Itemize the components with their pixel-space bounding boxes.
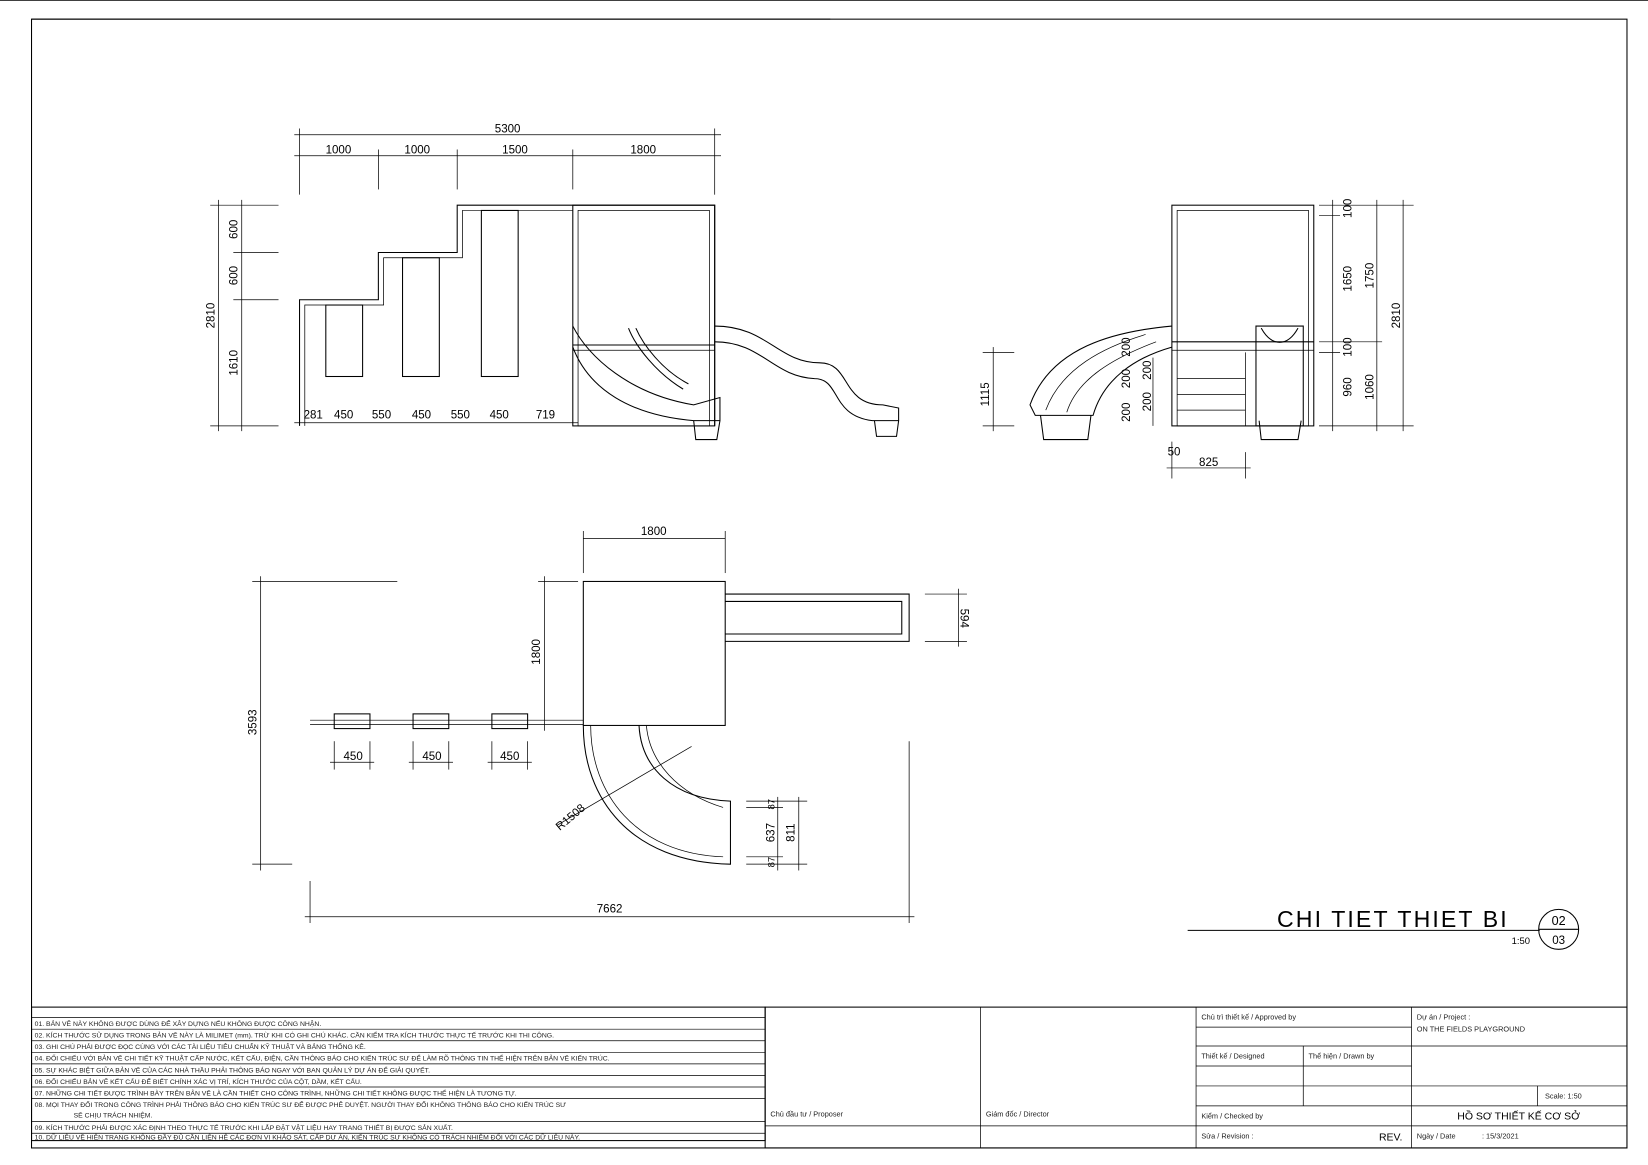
document-type: HỒ SƠ THIẾT KẾ CƠ SỞ [1457,1110,1580,1123]
dim-step-width: 450 [344,751,363,763]
dim-side: 1060 [1365,374,1377,400]
note: 09. KÍCH THƯỚC PHẢI ĐƯỢC XÁC ĐỊNH THEO T… [35,1122,453,1132]
sheet-scale: 1:50 [1512,936,1530,947]
dim-left: 1610 [229,350,241,376]
general-notes: 01. BẢN VẼ NÀY KHÔNG ĐƯỢC DÙNG ĐỂ XÂY DỰ… [31,1006,766,1142]
dim-tower-depth: 1800 [531,639,543,665]
date-label: Ngày / Date [1417,1131,1456,1140]
sheet-total: 03 [1552,935,1565,947]
dim-bottom: 550 [372,410,391,422]
dim-overall-depth: 3593 [247,709,259,735]
dim-tower-width: 1800 [641,526,667,538]
dim-step: 200 [1121,369,1133,388]
note: 02. KÍCH THƯỚC SỬ DỤNG TRONG BẢN VẼ NÀY … [35,1030,554,1040]
rev-label: REV. [1379,1132,1403,1144]
dim-side-width: 825 [1199,457,1218,469]
project-name: ON THE FIELDS PLAYGROUND [1417,1024,1525,1033]
dim-step-width: 450 [422,751,441,763]
dim-side-height: 2810 [1391,303,1403,329]
note: 06. ĐỐI CHIẾU BẢN VẼ KẾT CẤU ĐỂ BIẾT CHÍ… [35,1076,362,1086]
dim-bottom: 719 [536,410,555,422]
dim-radius: R1508 [554,802,588,833]
project-label: Dự án / Project : [1417,1013,1471,1022]
note: 10. DỮ LIỆU VỀ HIỆN TRẠNG KHÔNG ĐẦY ĐỦ C… [35,1132,580,1142]
note: 03. GHI CHÚ PHẢI ĐƯỢC ĐỌC CÙNG VỚI CÁC T… [35,1041,366,1051]
dim-bottom: 450 [490,410,509,422]
director-label: Giám đốc / Director [986,1109,1050,1118]
scale-label: Scale: 1:50 [1545,1092,1582,1101]
note: SẼ CHỊU TRÁCH NHIỆM. [74,1110,153,1119]
dim-left: 600 [229,266,241,285]
note: 07. NHỮNG CHI TIẾT ĐƯỢC TRÌNH BÀY TRÊN B… [35,1087,517,1097]
dim-side: 1750 [1365,263,1377,289]
dim-overall-width: 5300 [495,124,521,136]
note: 01. BẢN VẼ NÀY KHÔNG ĐƯỢC DÙNG ĐỂ XÂY DỰ… [35,1018,322,1028]
dim-curve: 87 [767,799,778,809]
dim-top: 1500 [502,145,528,157]
dim-side: 1650 [1343,266,1355,292]
dim-top: 1000 [326,145,352,157]
dim-curve: 87 [767,857,778,867]
sheet-title: CHI TIET THIET BI 02 03 1:50 [1187,906,1580,950]
sheet-number: 02 [1552,914,1566,928]
dim-side: 100 [1343,337,1355,356]
dim-step-width: 450 [500,751,519,763]
dim-overall-length: 7662 [597,904,623,916]
dim-bottom: 281 [304,410,323,422]
dim-curve: 811 [786,823,798,841]
title-block: Chủ đầu tư / Proposer Giám đốc / Directo… [764,1006,1628,1149]
dim-side: 960 [1343,377,1355,396]
dim-curve: 637 [766,823,778,842]
note: 05. SỰ KHÁC BIỆT GIỮA BẢN VẼ CỦA CÁC NHÀ… [35,1064,430,1074]
dim-slide-width: 594 [958,609,970,629]
owner-label: Chủ đầu tư / Proposer [770,1109,843,1118]
dim-side: 100 [1343,199,1355,218]
dim-step: 200 [1121,337,1133,356]
designed-label: Thiết kế / Designed [1201,1052,1264,1061]
dim-left: 600 [229,220,241,239]
note: 04. ĐỐI CHIẾU VỚI BẢN VẼ CHI TIẾT KỸ THU… [35,1053,610,1063]
sheet-title-text: CHI TIET THIET BI [1277,906,1509,932]
dim-side-small: 50 [1168,446,1181,458]
dim-bottom: 450 [412,410,431,422]
dim-top: 1000 [404,145,430,157]
dim-step: 200 [1121,403,1133,422]
dim-step: 200 [1142,361,1154,380]
plan-view: R1508 1800 1800 594 3593 7662 450 450 45… [247,526,970,924]
date-value: : 15/3/2021 [1482,1131,1519,1140]
front-elevation: 5300 1000 1000 1500 1800 2810 600 600 16… [205,124,900,441]
revision-label: Sửa / Revision : [1201,1131,1253,1140]
dim-top: 1800 [630,145,656,157]
note: 08. MỌI THAY ĐỔI TRONG CÔNG TRÌNH PHẢI T… [35,1099,566,1109]
side-elevation: 100 1650 100 960 1750 1060 2810 1115 200… [980,199,1414,479]
checked-label: Kiểm / Checked by [1201,1112,1263,1121]
dim-overall-height: 2810 [205,303,217,329]
dim-bottom: 550 [451,410,470,422]
dim-bottom: 450 [334,410,353,422]
dim-step: 200 [1142,392,1154,411]
drawn-label: Thể hiện / Drawn by [1309,1052,1375,1061]
approved-label: Chủ trì thiết kế / Approved by [1201,1013,1296,1022]
dim-side-left: 1115 [980,382,992,406]
